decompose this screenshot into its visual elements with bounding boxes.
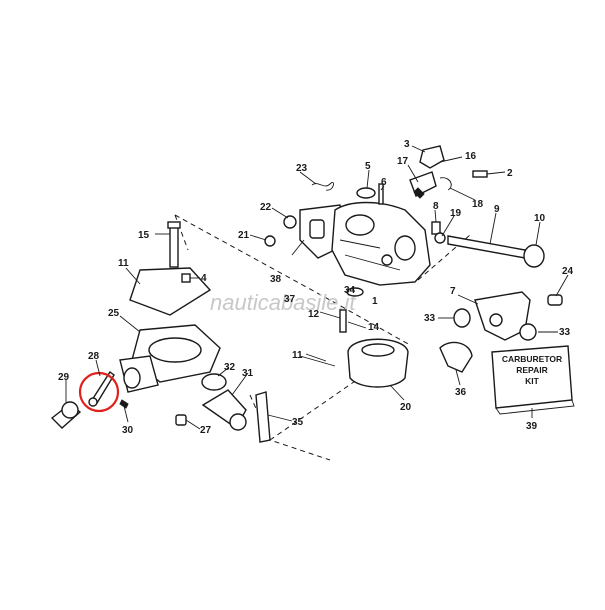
callout-11: 11 [292, 350, 303, 361]
part-24-washer [283, 215, 297, 229]
float-bowl-assembly [119, 221, 221, 393]
part-20-screw [175, 414, 187, 426]
callout-30: 30 [122, 425, 134, 436]
body-boss [394, 235, 416, 261]
part-6 [378, 183, 384, 205]
float-assembly [299, 287, 409, 388]
callout-4: 4 [201, 273, 207, 284]
part-21 [434, 232, 446, 244]
callout-17: 17 [397, 156, 409, 167]
part-23-plug [264, 235, 276, 247]
small-hardware-left [264, 182, 334, 247]
callout-20: 27 [200, 425, 212, 436]
callout-14: 14 [368, 322, 380, 333]
callout-18: 18 [472, 199, 484, 210]
callout-38: 38 [270, 274, 282, 285]
part-15-gasket [129, 267, 212, 316]
callout-7: 7 [450, 286, 456, 297]
callout-28: 28 [88, 351, 100, 362]
watermark: nauticabasile.it [210, 290, 356, 315]
part-36-lever [255, 391, 271, 443]
part-33-left [453, 308, 471, 328]
callout-31: 31 [242, 368, 254, 379]
kit-label-line-2: REPAIR [516, 365, 548, 375]
body-throat [345, 214, 375, 236]
part-30 [119, 399, 129, 409]
callout-35: 36 [455, 387, 467, 398]
part-25-spring [311, 182, 334, 191]
needle-valve-assembly [431, 221, 545, 268]
part-2 [472, 170, 488, 178]
callout-29: 29 [58, 372, 70, 383]
callout-37: 37 [284, 294, 296, 305]
repair-kit-box: CARBURETOR REPAIR KIT [491, 345, 575, 415]
callout-12: 12 [308, 309, 320, 320]
right-bracket-assembly [439, 291, 563, 373]
callout-15: 11 [118, 258, 129, 269]
bottom-parts [175, 373, 271, 443]
callout-8: 8 [433, 201, 439, 212]
callout-33-left: 33 [424, 313, 436, 324]
part-10-knob [523, 244, 545, 268]
callout-27: 25 [108, 308, 120, 319]
part-12 [339, 309, 347, 333]
callout-16: 16 [465, 151, 477, 162]
callout-33-right: 33 [559, 327, 571, 338]
callout-19: 15 [138, 230, 150, 241]
part-32-oring [201, 373, 227, 391]
kit-label-line-3: KIT [525, 376, 540, 386]
leader-lines [65, 145, 569, 430]
callout-22: 20 [400, 402, 412, 413]
callout-39: 39 [526, 421, 538, 432]
carburetor-body [299, 201, 431, 286]
callout-6: 6 [381, 177, 387, 188]
left-fittings [50, 370, 129, 429]
part-8 [431, 221, 441, 235]
part-5 [356, 187, 376, 199]
part-35-elbow [439, 341, 473, 373]
part-9-needle [447, 235, 526, 259]
part-26-screw [547, 294, 563, 306]
callout-23: 21 [238, 230, 250, 241]
callout-9: 9 [494, 204, 500, 215]
part-19-screw [169, 224, 179, 268]
part-33-right [519, 323, 537, 341]
callout-numbers: 3 16 17 18 2 5 6 23 22 21 8 19 9 10 24 7… [58, 139, 574, 436]
callout-21: 19 [450, 208, 462, 219]
callout-5: 5 [365, 161, 371, 172]
callout-34: 34 [344, 285, 356, 296]
callout-25: 23 [296, 163, 308, 174]
part-4 [181, 273, 191, 283]
callout-2: 2 [507, 168, 513, 179]
callout-3: 3 [404, 139, 410, 150]
callout-1: 1 [372, 296, 378, 307]
callout-24: 22 [260, 202, 272, 213]
carburetor-main-body [331, 201, 431, 286]
callout-36: 35 [292, 417, 304, 428]
part-18-clip [439, 177, 452, 191]
gasket-38-hole [309, 219, 325, 239]
part-34 [346, 287, 364, 297]
part-11-pin [299, 355, 336, 367]
callout-10: 10 [534, 213, 546, 224]
kit-label-line-1: CARBURETOR [502, 354, 562, 364]
callout-32: 32 [224, 362, 236, 373]
part-3 [419, 145, 445, 169]
callout-26: 24 [562, 266, 574, 277]
top-linkage [356, 145, 488, 205]
